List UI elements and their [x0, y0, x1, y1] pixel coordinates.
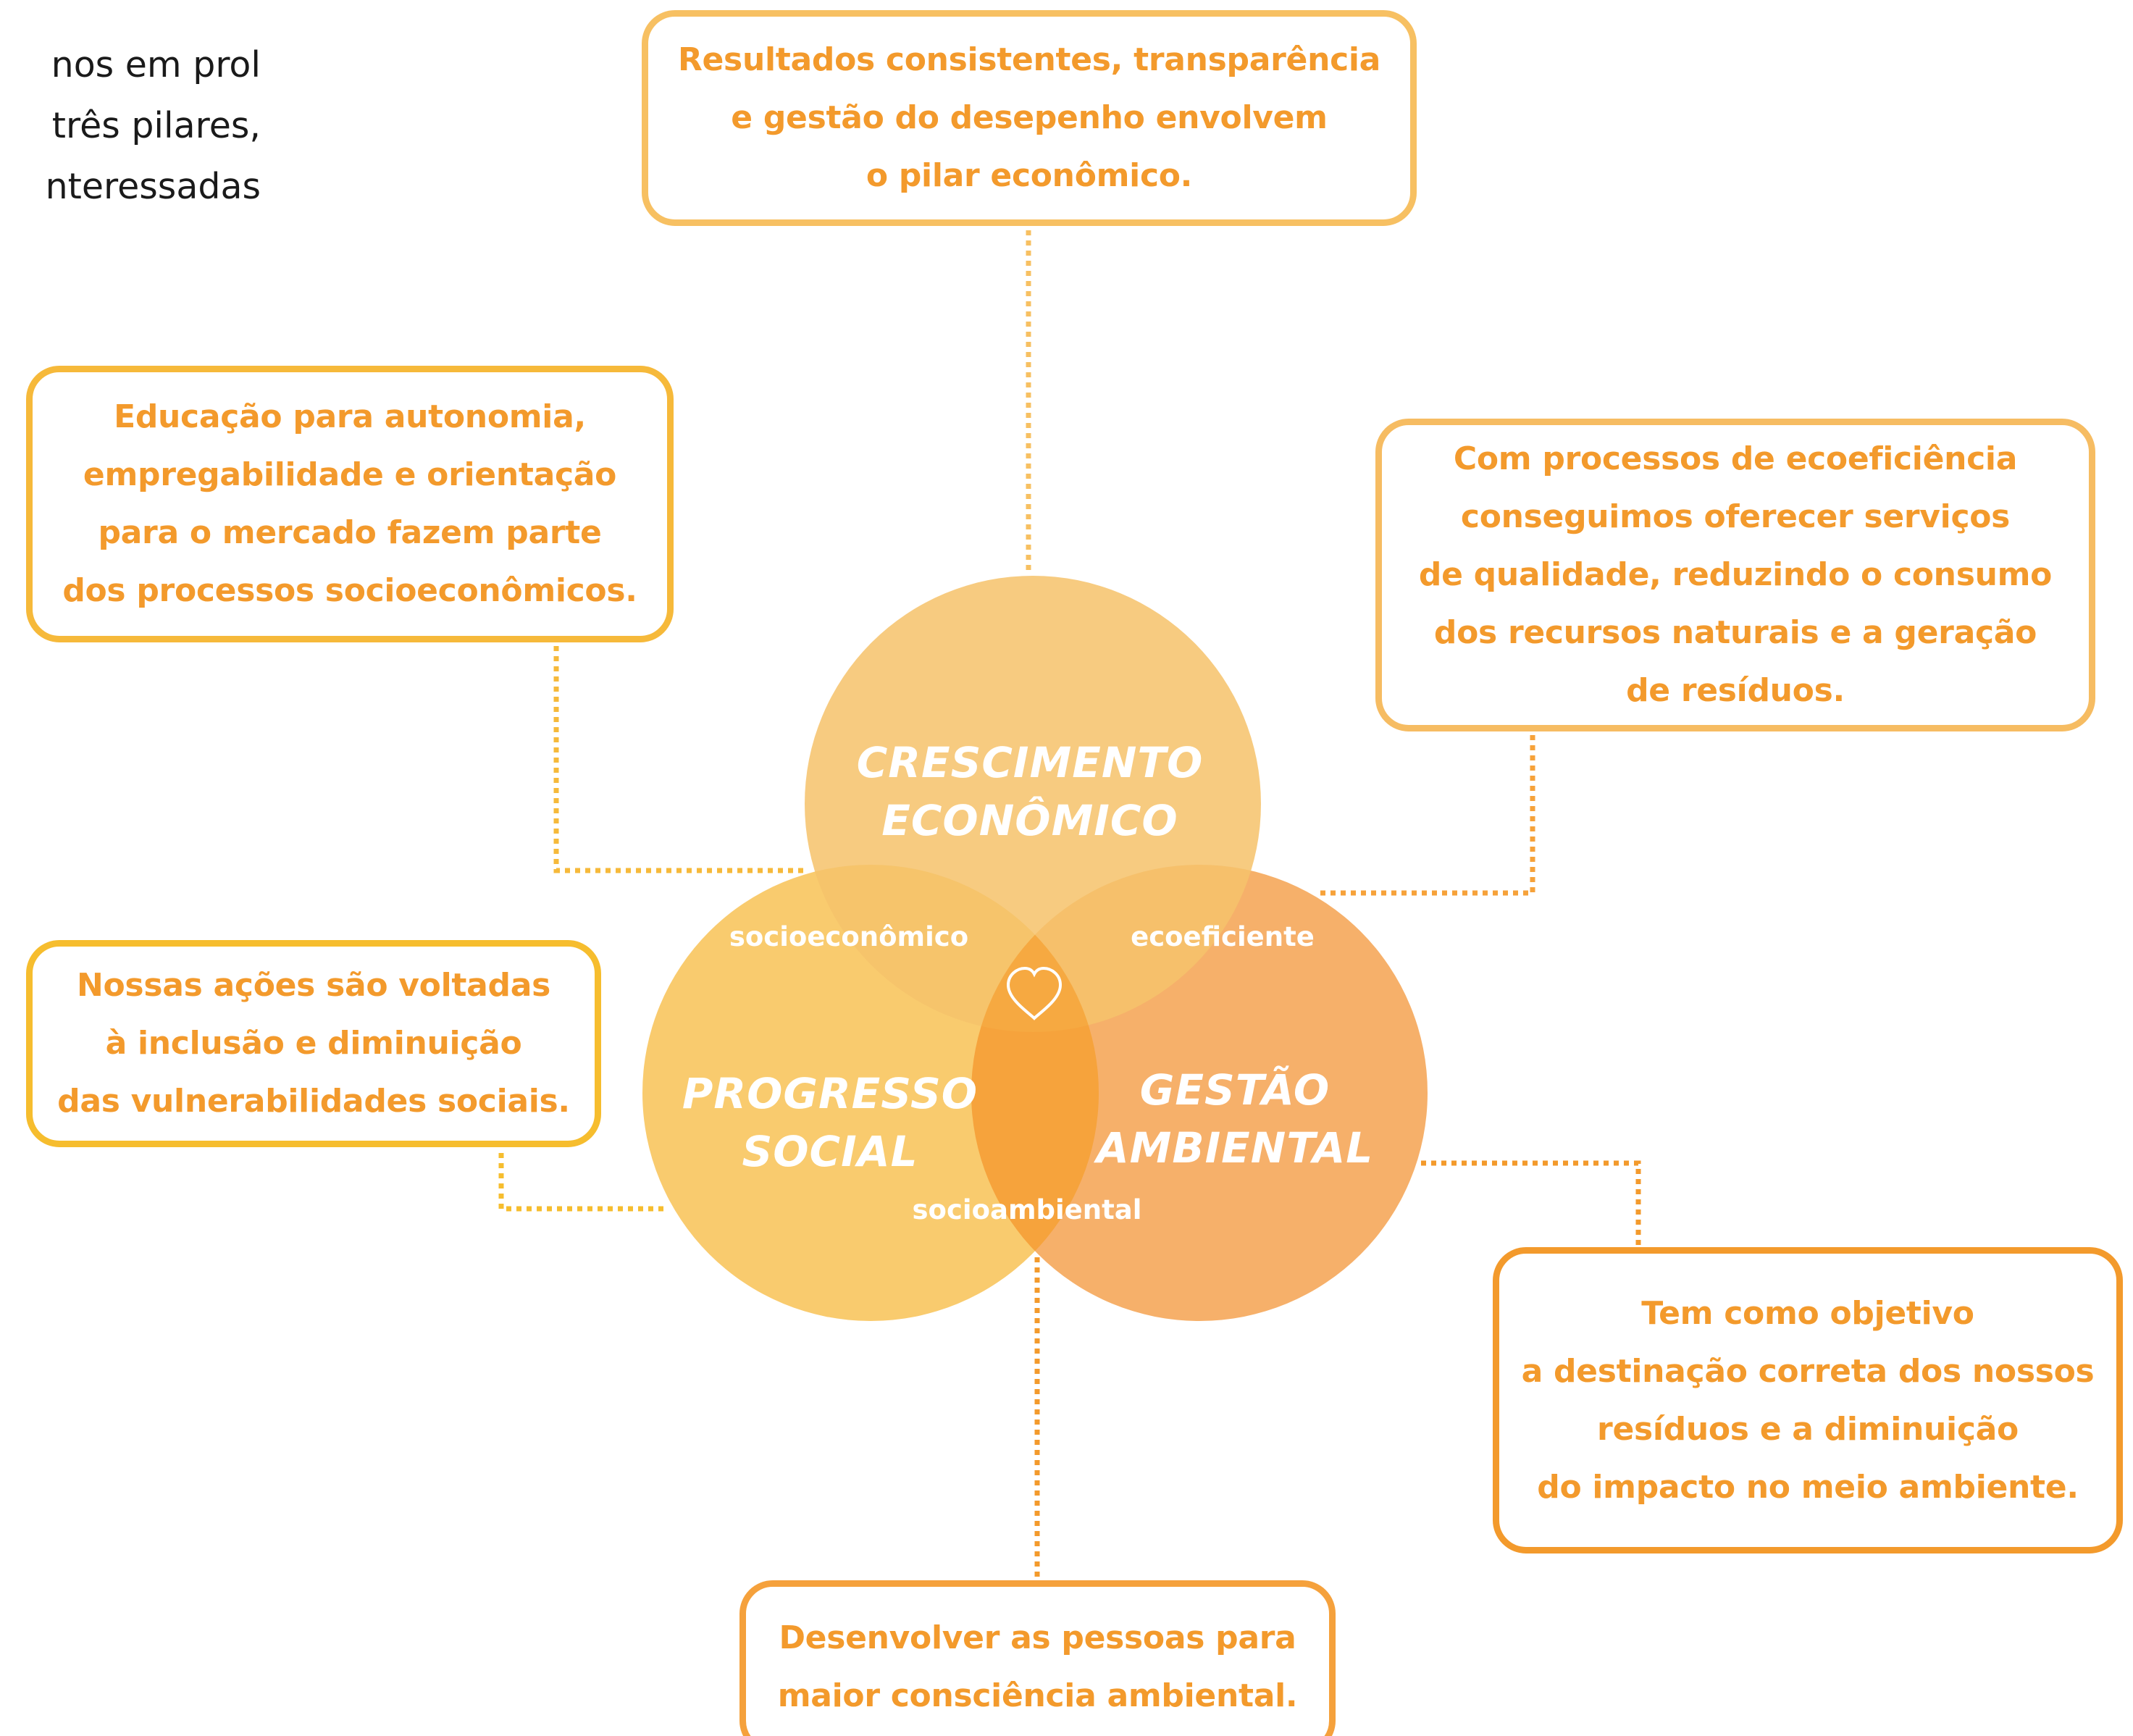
label-progresso-line2: SOCIAL — [742, 1127, 918, 1176]
intro-line-3: nteressadas — [45, 166, 261, 207]
connector-lines — [498, 230, 1641, 1580]
callout-social: Nossas ações são voltadas à inclusão e d… — [26, 940, 601, 1147]
callout-economic-text: Resultados consistentes, transparência e… — [677, 41, 1381, 194]
callout-environmental: Tem como objetivo a destinação correta d… — [1493, 1247, 2123, 1553]
circle-crescimento-economico — [805, 576, 1261, 1032]
label-crescimento-line2: ECONÔMICO — [881, 795, 1178, 845]
connector-social — [498, 1153, 668, 1212]
callout-social-text: Nossas ações são voltadas à inclusão e d… — [57, 967, 570, 1120]
callout-socioeconomic-text: Educação para autonomia, empregabilidade… — [62, 398, 637, 609]
overlap-label-ecoeficiente: ecoeficiente — [1131, 921, 1315, 952]
connector-environmental — [1421, 1160, 1641, 1246]
intro-line-2: três pilares, — [51, 105, 261, 146]
callout-socioeconomic: Educação para autonomia, empregabilidade… — [26, 366, 674, 642]
callout-socioenvironmental: Desenvolver as pessoas para maior consci… — [739, 1580, 1336, 1736]
label-progresso-line1: PROGRESSO — [682, 1069, 978, 1118]
intro-paragraph-fragment: nos em prol três pilares, nteressadas — [0, 35, 261, 217]
callout-ecoefficiency-text: Com processos de ecoeficiência conseguim… — [1418, 440, 2053, 709]
callout-ecoefficiency: Com processos de ecoeficiência conseguim… — [1375, 419, 2095, 731]
connector-socioeconomic — [553, 646, 808, 873]
heart-outline-icon — [1006, 966, 1063, 1020]
callout-economic: Resultados consistentes, transparência e… — [642, 10, 1417, 226]
callout-socioenvironmental-text: Desenvolver as pessoas para maior consci… — [777, 1619, 1298, 1714]
label-gestao-line2: AMBIENTAL — [1094, 1123, 1373, 1173]
connector-ecoefficiency — [1318, 735, 1535, 896]
intro-line-1: nos em prol — [51, 44, 261, 85]
label-gestao-line1: GESTÃO — [1140, 1065, 1330, 1115]
label-crescimento-line1: CRESCIMENTO — [857, 738, 1204, 787]
overlap-label-socioambiental: socioambiental — [913, 1194, 1142, 1225]
overlap-label-socioeconomico: socioeconômico — [729, 921, 968, 952]
callout-environmental-text: Tem como objetivo a destinação correta d… — [1521, 1294, 2095, 1506]
